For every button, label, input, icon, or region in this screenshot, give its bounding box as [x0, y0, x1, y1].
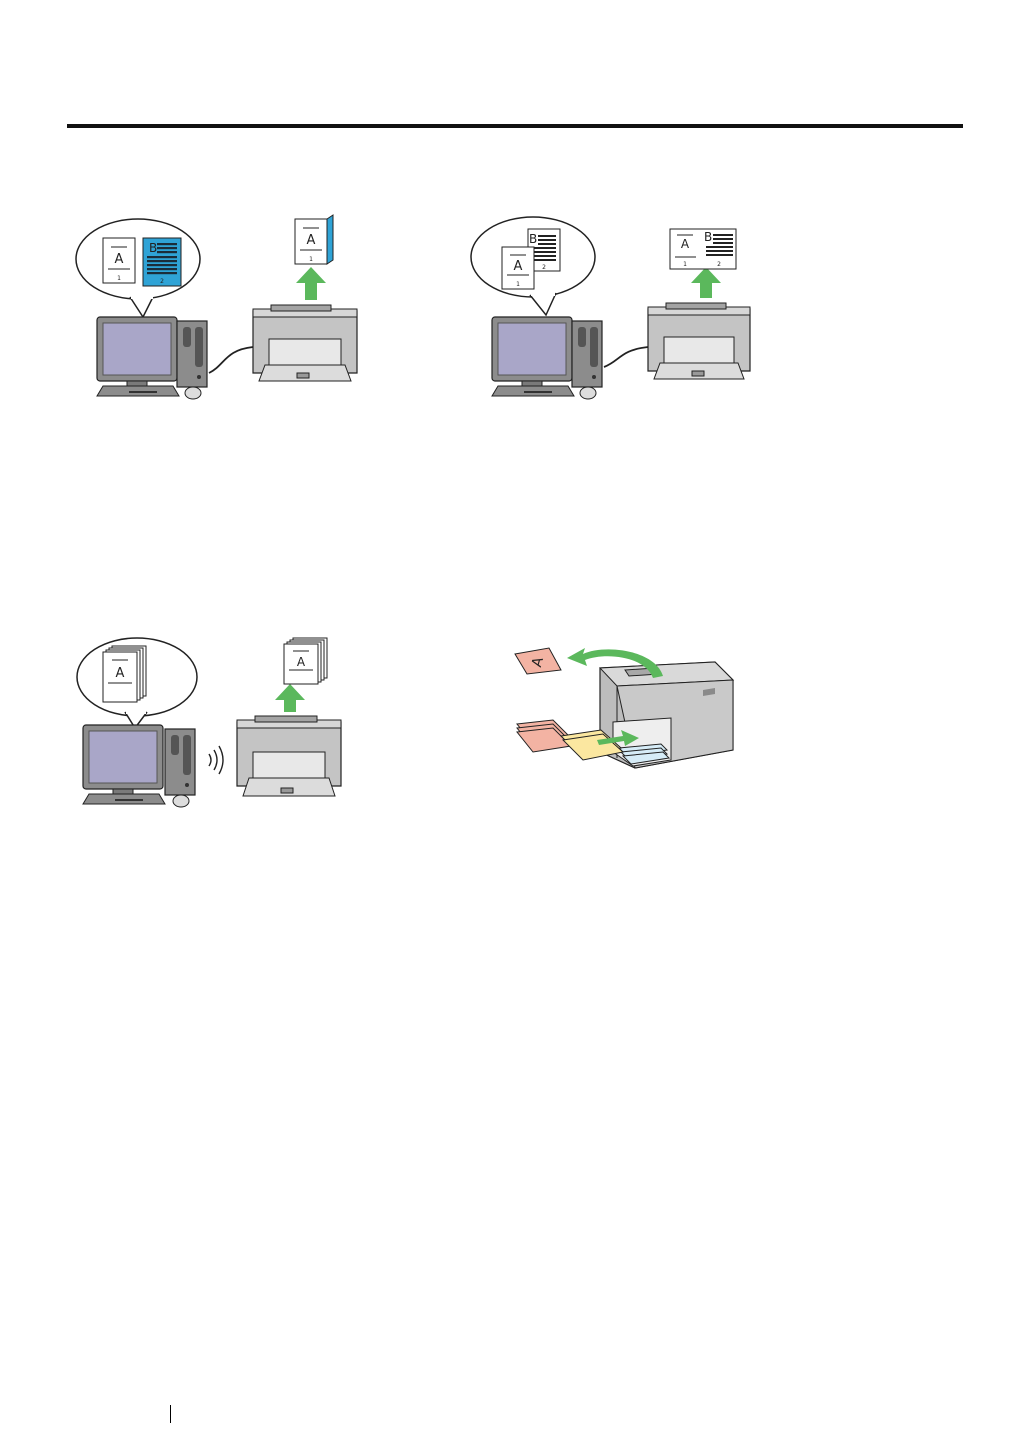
- figure-n-up: B 2 A 1: [470, 205, 770, 405]
- output-doc: A 1: [295, 215, 333, 264]
- output-doc-title: A: [297, 655, 306, 669]
- figure-paper-handling: A: [505, 640, 750, 775]
- doc-a-page: 1: [516, 281, 520, 288]
- output-sheet: A: [515, 648, 561, 674]
- computer-icon: [83, 725, 195, 807]
- printer-icon: [648, 303, 750, 379]
- output-right-page: 2: [717, 261, 721, 268]
- usb-cable: [209, 347, 253, 373]
- usb-cable: [604, 347, 648, 367]
- output-left-title: A: [681, 237, 690, 251]
- bubble-doc-b: B 2: [143, 238, 181, 286]
- doc-b-title: B: [529, 232, 537, 246]
- output-doc-stack: A: [284, 638, 327, 684]
- doc-a-page: 1: [117, 275, 121, 282]
- doc-title: A: [116, 666, 125, 681]
- doc-b-title: B: [149, 241, 157, 255]
- figure-wireless: A A: [75, 630, 375, 820]
- doc-a-title: A: [115, 252, 124, 267]
- output-arrow-icon: [296, 267, 326, 300]
- doc-b-page: 2: [542, 264, 546, 271]
- bubble-doc-a: A 1: [103, 238, 135, 283]
- wireless-signal-icon: [209, 746, 223, 774]
- output-doc-page: 1: [309, 256, 313, 263]
- footer-separator: [170, 1405, 171, 1423]
- output-left-page: 1: [683, 261, 687, 268]
- computer-icon: [492, 317, 602, 399]
- computer-icon: [97, 317, 207, 399]
- bubble-doc-stack: A: [103, 646, 146, 702]
- output-doc-title: A: [307, 233, 316, 248]
- doc-b-page: 2: [160, 278, 164, 285]
- printer-icon: [237, 716, 341, 796]
- output-arrow-icon: [691, 267, 721, 298]
- doc-a-title: A: [514, 259, 523, 274]
- header-rule: [67, 124, 963, 128]
- output-arrow-icon: [275, 684, 305, 712]
- output-doc: A 1 B 2: [670, 229, 736, 269]
- figure-duplex: A 1 B 2: [75, 205, 375, 405]
- output-right-title: B: [704, 230, 712, 244]
- printer-icon: [253, 305, 357, 381]
- bubble-doc-a: A 1: [502, 247, 534, 289]
